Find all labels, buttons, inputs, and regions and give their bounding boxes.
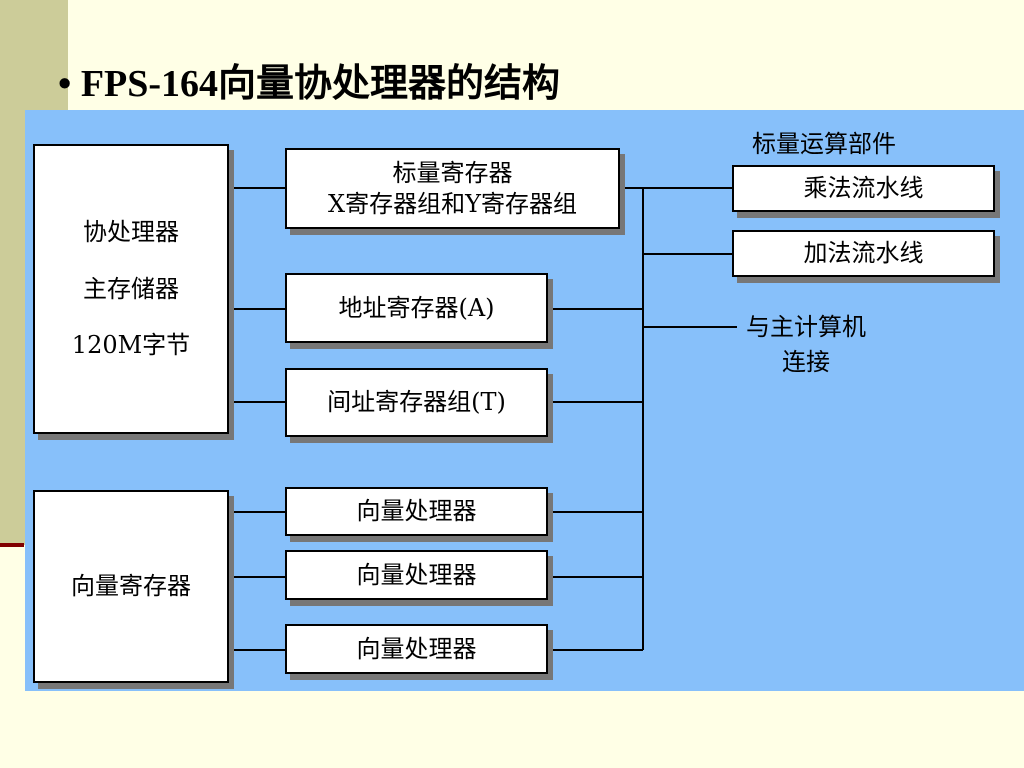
coprocessor-memory-box: 协处理器 主存储器 120M字节 (33, 144, 229, 434)
host-connection-line1: 与主计算机 (746, 313, 866, 341)
host-connection-line2: 连接 (782, 347, 830, 376)
host-connection-label: 与主计算机 连接 (746, 310, 866, 380)
scalar-unit-heading: 标量运算部件 (752, 130, 896, 158)
address-register-label: 地址寄存器(A) (338, 293, 495, 322)
indirect-address-register-label: 间址寄存器组(T) (327, 388, 506, 417)
vector-processor-label-2: 向量处理器 (356, 560, 477, 589)
add-pipeline-label: 加法流水线 (803, 239, 924, 268)
memory-size-label: 120M字节 (71, 331, 191, 360)
multiply-pipeline-box: 乘法流水线 (732, 165, 995, 212)
coprocessor-label: 协处理器 (82, 217, 179, 246)
slide-title: • FPS-164向量协处理器的结构 (58, 52, 560, 107)
indirect-address-register-box: 间址寄存器组(T) (285, 368, 548, 437)
xy-register-group-label: X寄存器组和Y寄存器组 (328, 189, 577, 218)
vector-processor-label-1: 向量处理器 (356, 497, 477, 526)
add-pipeline-box: 加法流水线 (732, 230, 995, 277)
address-register-box: 地址寄存器(A) (285, 273, 548, 343)
vector-processor-box-1: 向量处理器 (285, 487, 548, 536)
multiply-pipeline-label: 乘法流水线 (803, 174, 924, 203)
scalar-register-box: 标量寄存器 X寄存器组和Y寄存器组 (285, 148, 620, 229)
vector-processor-box-3: 向量处理器 (285, 624, 548, 674)
main-memory-label: 主存储器 (82, 274, 179, 303)
vector-register-label: 向量寄存器 (71, 572, 191, 601)
vector-processor-label-3: 向量处理器 (356, 634, 477, 663)
divider-line (0, 543, 24, 547)
vector-processor-box-2: 向量处理器 (285, 550, 548, 600)
bullet: • (58, 63, 72, 105)
scalar-register-label: 标量寄存器 (392, 158, 513, 187)
vector-register-box: 向量寄存器 (33, 490, 229, 683)
slide-title-text: FPS-164向量协处理器的结构 (80, 63, 561, 105)
